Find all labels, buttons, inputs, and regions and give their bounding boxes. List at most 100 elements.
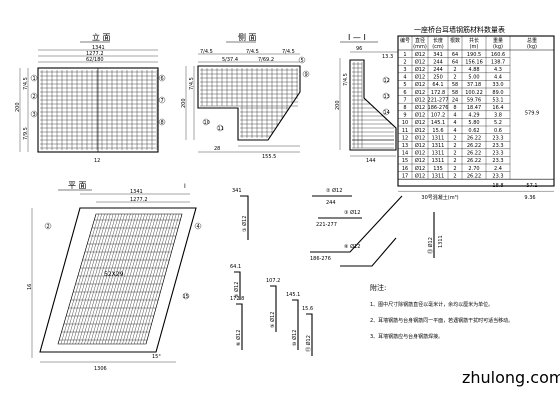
table-header-cell: 根数 [450,37,460,44]
elevation-dim-left-2: 7/4.5 [23,77,29,90]
rebar-line [90,213,128,345]
rebar-line [75,213,114,345]
side-dim-left: 7/4.5 [189,77,195,90]
elevation-title: 立 面 [92,32,111,42]
table-header-cell: 共长 [469,37,479,44]
table-cell: 1311 [432,158,445,164]
rebar-line [104,213,143,345]
table-cell: 64.1 [432,82,443,88]
table-cell: Ø12 [415,172,425,179]
table-header-cell: (cm) [432,44,444,50]
table-header-cell: 直径 [415,37,425,44]
table-cell: 8 [453,105,456,111]
plan-dim-center: 52X29 [104,271,124,278]
table-header-cell: 重量 [493,37,503,44]
table-cell: 13 [402,143,408,149]
table-cell: 33.0 [492,82,503,88]
rebar-line [142,213,180,345]
table-cell: 3.8 [494,113,502,119]
side-dim-top: 7/4.5 [282,49,295,55]
table-cell: 5 [403,82,406,88]
table-cell: Ø12 [415,127,425,134]
table-cell: 244 [433,67,443,73]
table-total-weight: 579.9 [525,111,539,117]
table-cell: 17 [402,173,408,179]
table-cell: 8 [403,105,406,111]
elevation-dim-bottom: 12 [94,158,100,164]
table-cell: 138.7 [491,59,505,65]
rebar-line [66,213,105,345]
table-concrete-label: 30号混凝土(m³) [421,194,458,201]
elevation-bar-label: 7 [161,98,164,104]
table-cell: 107.2 [431,113,445,119]
table-cell: 2.70 [468,166,479,172]
table-cell: Ø12 [415,96,425,103]
bar-detail-label: ⑬ Ø12 [427,237,434,254]
table-cell: 4 [453,128,456,134]
watermark: zhulong.com [462,368,560,387]
plan-rebar-mesh [57,213,183,345]
plan-bar-label: 15 [183,294,189,300]
table-cell: 1311 [432,135,445,141]
table-cell: 5.80 [468,120,479,126]
section-bar-callouts: 12 13 14 [382,76,390,116]
table-cell: Ø12 [415,157,425,164]
rebar-line [131,213,168,345]
plan-bar-label: 2 [47,224,50,230]
table-cell: 53.1 [492,97,503,103]
bar-detail-5: 64.1 ⑤ Ø12 [230,264,241,300]
plan-bar-label: 4 [197,224,200,230]
section-dim-bottom: 144 [366,158,376,164]
bar-detail-length: 172.8 [230,296,244,302]
elevation-bar-label: 6 [161,76,164,82]
bar-detail-length: 64.1 [230,264,241,270]
table-cell: 23.3 [492,158,503,164]
table-cell: 221-277 [428,97,449,103]
side-bar-callouts: 5 9 10 11 [202,56,310,132]
table-cell: Ø12 [415,165,425,172]
table-cell: 15.6 [432,128,443,134]
bar-detail-label: ⑧ Ø12 [344,243,360,250]
elevation-bar-label: 1 [33,76,36,82]
side-bar-label: 5 [301,58,304,64]
rebar-line [72,213,111,345]
table-cell: Ø12 [415,119,425,126]
table-cell: Ø12 [415,74,425,81]
table-cell: 64 [452,52,458,58]
side-bar-label: 10 [204,120,210,126]
side-dim-top: 7/4.5 [246,49,259,55]
table-cell: 135 [433,166,443,172]
table-cell: 7 [403,97,406,103]
table-cell: 10 [402,120,408,126]
bar-detail-1: 341 ① Ø12 [232,188,249,240]
table-cell: 23.3 [492,135,503,141]
rebar-line [116,213,154,345]
table-cell: 2 [453,151,456,157]
bar-detail-label: ⑪ Ø12 [305,335,312,352]
section-dim-left: 200 [335,100,341,110]
bar-detail-2: ② Ø12 244 [312,187,352,206]
table-cell: 15 [402,158,408,164]
table-header-cell: (mm) [413,44,427,50]
elevation-bar-label: 2 [33,94,36,100]
rebar-line [87,213,125,345]
elevation-dim-left-3: 7/9.5 [23,127,29,140]
bar-detail-length: 15.6 [302,306,313,312]
table-cell: 3 [403,67,406,73]
bar-detail-label: ⑥ Ø12 [235,330,242,346]
table-cell: 64 [452,59,458,65]
elevation-dim-top-3: 62/180 [86,57,104,63]
table-cell: 4 [453,113,456,119]
table-cell: 2 [453,166,456,172]
bar-details: 341 ① Ø12 ② Ø12 244 ③ Ø12 221-277 ⑧ Ø12 … [230,187,444,356]
section-outline [349,59,397,151]
side-bar-label: 11 [218,126,224,132]
elevation-bar-label: 8 [161,120,164,126]
table-cell: 1 [403,52,406,58]
table-cell: 2 [453,75,456,81]
table-cell: 26.22 [467,173,481,179]
table-cell: 2 [453,143,456,149]
table-cell: 26.22 [467,158,481,164]
section-dim-left: 7/4.5 [343,73,349,86]
table-cell: 59.76 [467,97,481,103]
